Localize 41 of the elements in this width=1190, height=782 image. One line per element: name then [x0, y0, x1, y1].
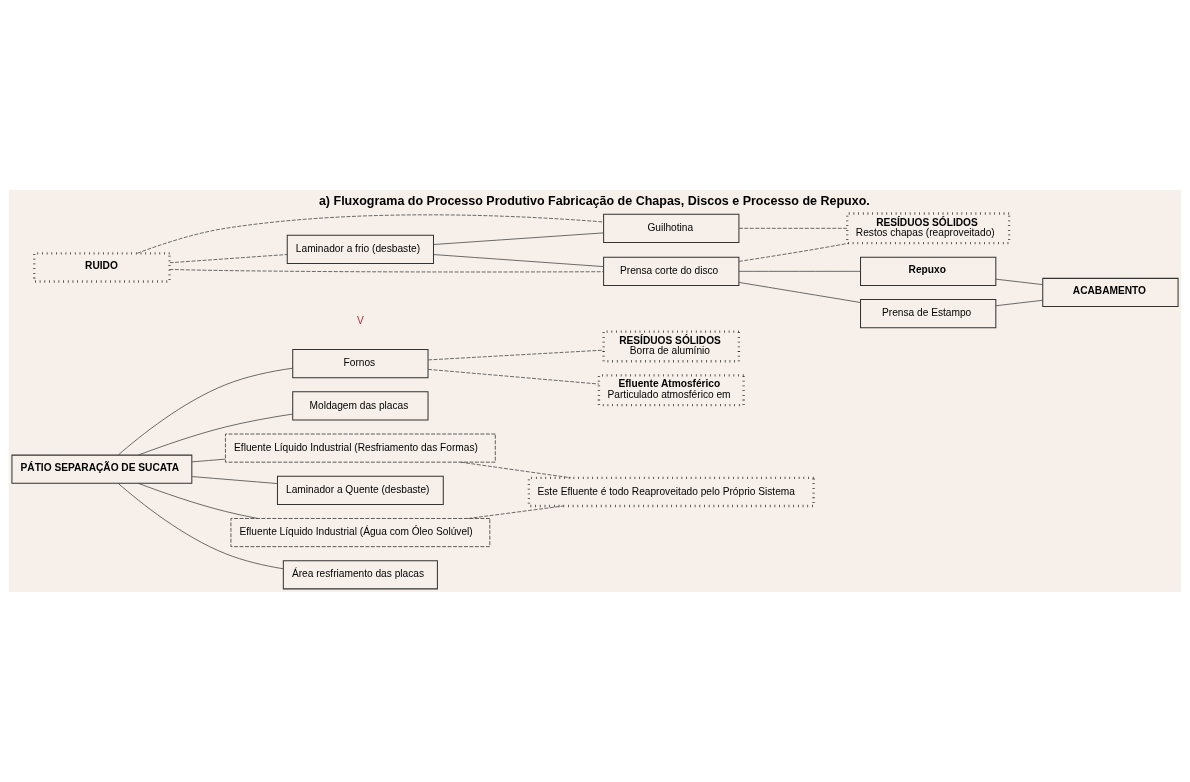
connector: [433, 232, 604, 245]
connector: [460, 461, 572, 479]
connector: [995, 278, 1044, 285]
node-box: RUIDO: [33, 252, 171, 283]
node-box: Moldagem das placas: [292, 391, 429, 421]
node-box: RESÍDUOS SÓLIDOS Borra de alumínio: [602, 330, 741, 363]
node-box: Fornos: [292, 349, 429, 379]
connector: [118, 367, 293, 456]
label: V: [356, 315, 364, 327]
node-box: Efluente Atmosférico Particulado atmosférico em: [597, 374, 745, 407]
connector: [995, 299, 1044, 307]
node-box: Efluente Líquido Industrial (Resfriamento das Formas): [225, 433, 496, 463]
connector: [433, 254, 604, 267]
node-box: Prensa corte do disco: [603, 256, 740, 286]
connector: [191, 476, 278, 484]
connector: [738, 270, 861, 272]
diagram-title: a) Fluxograma do Processo Produtivo Fabricação de Chapas, Discos e Processo de Repuxo.: [318, 194, 870, 209]
connector: [169, 269, 604, 273]
node-box: PÁTIO SEPARAÇÃO DE SUCATA: [11, 454, 193, 484]
connector: [136, 214, 604, 254]
connector: [427, 369, 600, 385]
node-box: RESÍDUOS SÓLIDOS Restos chapas (reaproveitado): [846, 212, 1011, 245]
connector: [738, 227, 848, 229]
connector: [738, 242, 850, 262]
node-box: Prensa de Estampo: [860, 299, 997, 329]
connector: [738, 282, 861, 303]
node-box: Repuxo: [860, 256, 997, 286]
connector: [118, 483, 284, 570]
connector: [467, 505, 564, 519]
connector: [191, 458, 226, 463]
connector: [169, 254, 288, 264]
node-box: Área resfriamento das placas: [282, 560, 438, 590]
node-box: ACABAMENTO: [1042, 277, 1179, 308]
node-box: Laminador a frio (desbaste): [286, 234, 434, 265]
connector: [138, 483, 259, 519]
node-box: Guilhotina: [603, 213, 740, 243]
node-box: Este Efluente é todo Reaproveitado pelo Próprio Sistema: [527, 476, 815, 508]
connector: [427, 349, 604, 361]
node-box: Efluente Líquido Industrial (Água com Óleo Solúvel): [230, 518, 491, 548]
node-box: Laminador a Quente (desbaste): [276, 475, 444, 505]
connector: [138, 413, 293, 456]
